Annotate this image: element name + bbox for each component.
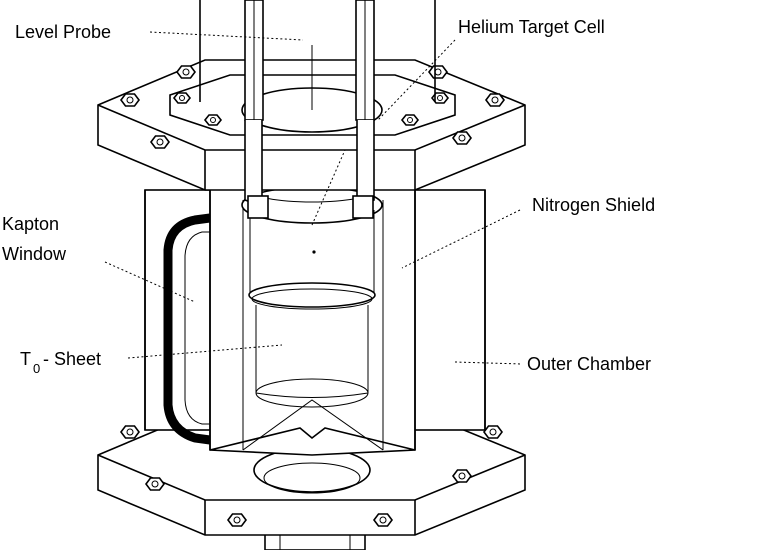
label-kapton-window: Kapton Window: [2, 214, 67, 264]
top-flange: [97, 59, 526, 191]
leader-lines: [104, 31, 523, 365]
helium-target-cell-label: Helium Target Cell: [458, 17, 605, 37]
label-outer-chamber: Outer Chamber: [527, 354, 651, 374]
label-nitrogen-shield: Nitrogen Shield: [532, 195, 655, 215]
t0-sheet: [255, 305, 369, 408]
t0-sheet-label-main: T: [20, 349, 31, 369]
kapton-window: [163, 213, 211, 445]
upper-pipe: [199, 0, 436, 110]
kapton-label-line2: Window: [2, 244, 67, 264]
label-helium-target-cell: Helium Target Cell: [458, 17, 605, 37]
t0-sheet-label-subscript: 0: [33, 361, 40, 376]
bottom-flange-bolts: [120, 425, 503, 527]
outer-chamber-label: Outer Chamber: [527, 354, 651, 374]
top-flange-bolts: [120, 65, 505, 149]
nitrogen-shield: [209, 174, 416, 456]
nitrogen-shield-label: Nitrogen Shield: [532, 195, 655, 215]
helium-target-cell: [241, 177, 383, 310]
label-level-probe: Level Probe: [15, 22, 111, 42]
fill-lines: [244, 0, 375, 219]
label-t0-sheet: T 0 - Sheet: [20, 349, 101, 376]
t0-sheet-label-rest: - Sheet: [43, 349, 101, 369]
level-probe-label: Level Probe: [15, 22, 111, 42]
kapton-label-line1: Kapton: [2, 214, 59, 234]
